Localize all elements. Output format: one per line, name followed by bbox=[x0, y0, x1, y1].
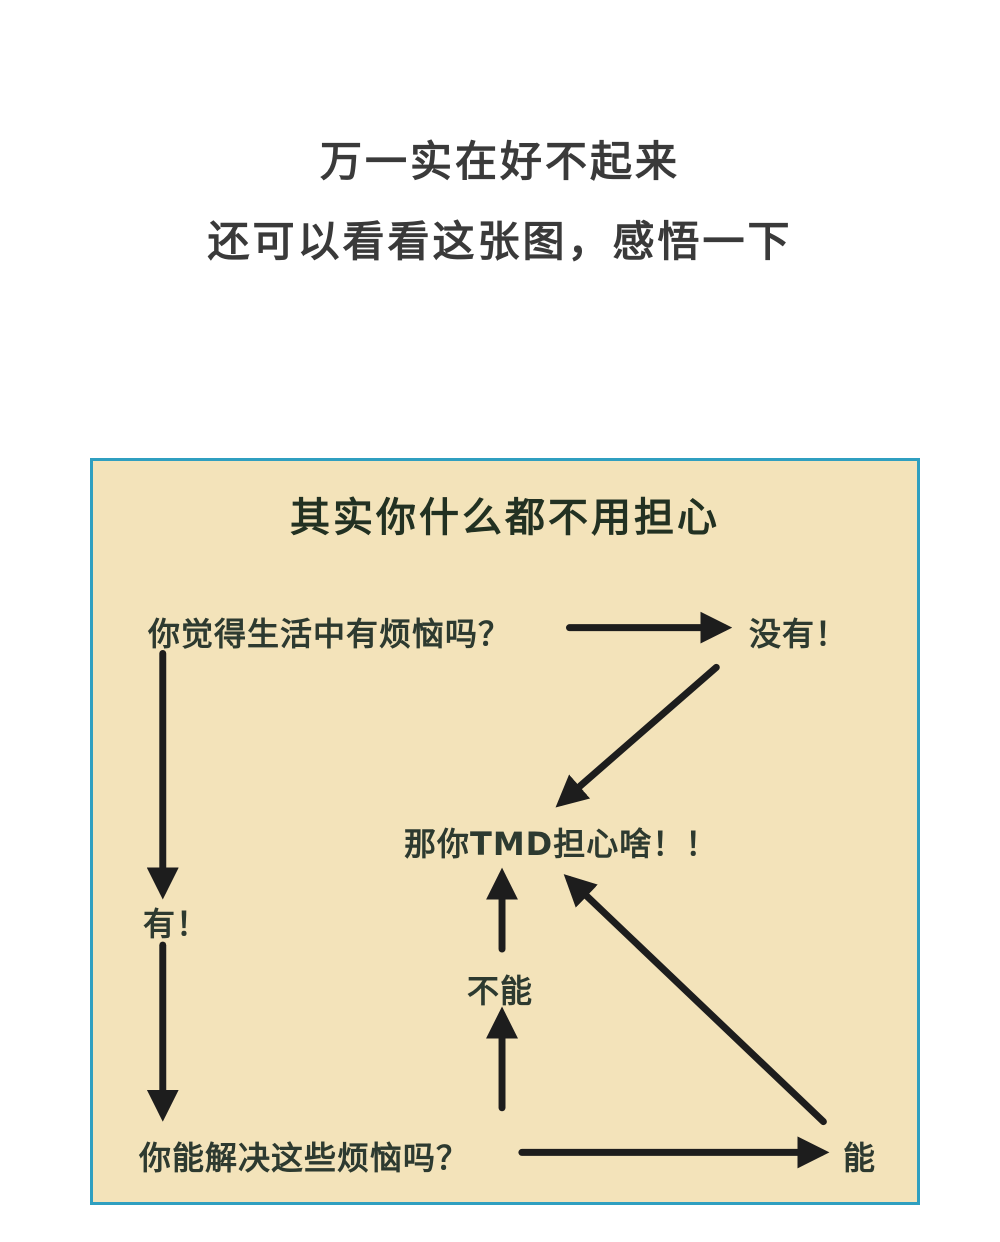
node-answer-yes: 有！ bbox=[143, 905, 210, 943]
node-conclusion: 那你TMD担心啥！！ bbox=[404, 825, 719, 863]
flowchart: 其实你什么都不用担心 你觉得生活中有烦恼吗？ 没有！ 那你TMD担心啥！！ 有！… bbox=[90, 458, 920, 1205]
caption-line-1: 万一实在好不起来 bbox=[319, 137, 680, 186]
arrow-can-to-center bbox=[563, 874, 827, 1126]
flowchart-title: 其实你什么都不用担心 bbox=[290, 495, 720, 541]
node-question-solve: 你能解决这些烦恼吗？ bbox=[139, 1139, 470, 1177]
node-question-worries: 你觉得生活中有烦恼吗？ bbox=[148, 615, 512, 653]
arrow-no-to-center bbox=[555, 663, 720, 808]
node-answer-cannot: 不能 bbox=[467, 972, 534, 1010]
node-answer-no: 没有！ bbox=[749, 615, 849, 653]
node-answer-can: 能 bbox=[843, 1139, 877, 1177]
caption-line-2: 还可以看看这张图，感悟一下 bbox=[207, 217, 793, 266]
